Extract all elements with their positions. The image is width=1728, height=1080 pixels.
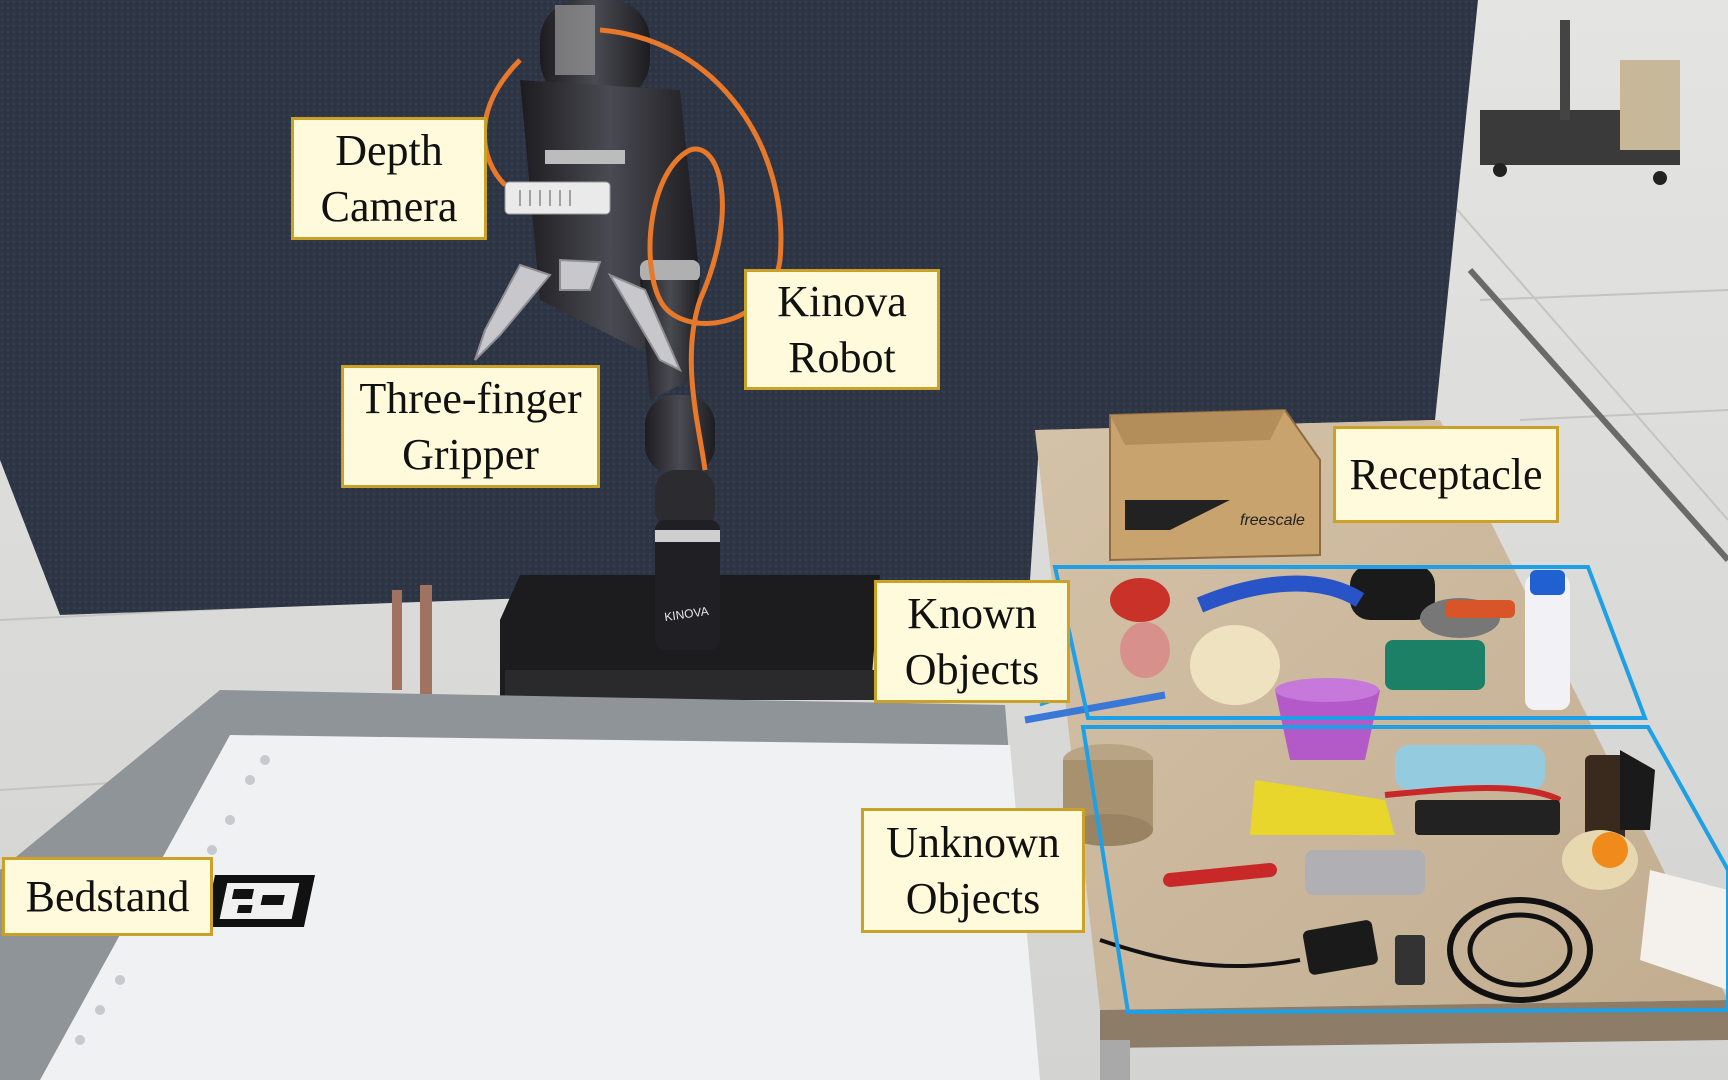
unknown-objects-label-line2: Objects <box>905 873 1041 923</box>
bedstand-sheet <box>40 735 1040 1080</box>
floor-marking <box>1467 268 1728 562</box>
receptacle-label-text: Receptacle <box>1349 449 1543 499</box>
cardboard-box: freescale <box>1109 408 1321 562</box>
svg-text:KINOVA: KINOVA <box>663 604 709 624</box>
depth-camera-label-line2: Camera <box>320 181 458 231</box>
gripper-label-line2: Gripper <box>402 429 539 479</box>
kinova-robot-label-line1: Kinova <box>777 276 907 326</box>
bedstand-label-text: Bedstand <box>25 871 190 921</box>
known-objects-label-line1: Known <box>907 588 1037 638</box>
unknown-objects-cluster <box>1063 744 1728 1003</box>
known-objects-label-line2: Objects <box>904 644 1040 694</box>
sheet-holes <box>75 755 270 1045</box>
kinova-robot-label-line2: Robot <box>788 332 896 382</box>
unknown-objects-label: Unknown Objects <box>861 808 1085 933</box>
depth-camera <box>504 181 611 215</box>
known-objects-label: Known Objects <box>874 580 1070 703</box>
orange-cable <box>599 27 784 471</box>
known-objects-region <box>1052 565 1648 720</box>
stand-legs <box>392 585 432 695</box>
kinova-robot-label: Kinova Robot <box>744 269 940 390</box>
gripper-label: Three-finger Gripper <box>341 365 600 488</box>
background-cart <box>1480 20 1680 185</box>
receptacle-label: Receptacle <box>1333 426 1559 523</box>
svg-text:freescale: freescale <box>1240 512 1305 529</box>
depth-camera-label-line1: Depth <box>335 125 443 175</box>
bedstand-label: Bedstand <box>2 857 213 936</box>
depth-camera-label: Depth Camera <box>291 117 487 240</box>
unknown-objects-region <box>1080 725 1728 1015</box>
unknown-objects-label-line1: Unknown <box>886 817 1060 867</box>
fiducial-marker <box>203 875 315 927</box>
three-finger-gripper <box>474 258 683 373</box>
gripper-label-line1: Three-finger <box>359 373 582 423</box>
